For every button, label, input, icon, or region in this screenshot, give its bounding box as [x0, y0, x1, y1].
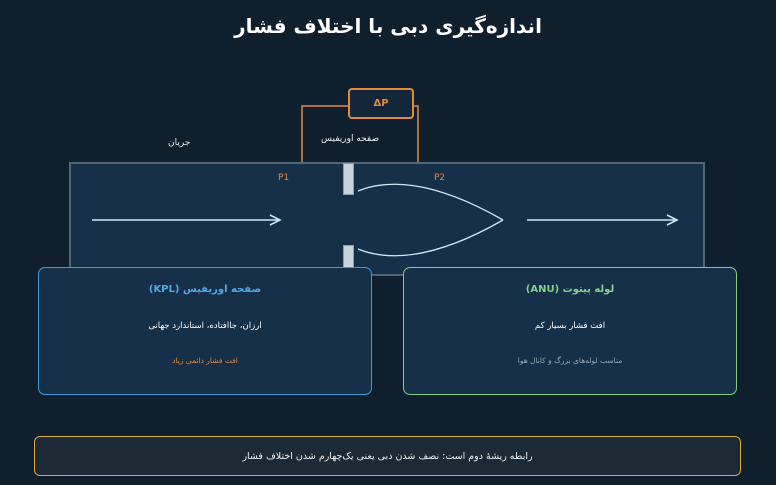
- p2-label: P2: [434, 173, 446, 183]
- flow-label: جریان: [168, 138, 191, 148]
- pipe-body: [69, 162, 705, 276]
- orifice-card-advantages: ارزان، جاافتاده، استاندارد جهانی: [148, 321, 262, 331]
- page-title: اندازه‌گیری دبی با اختلاف فشار: [234, 14, 542, 38]
- streamline-lower: [357, 219, 504, 257]
- streamline-upper: [357, 183, 504, 221]
- outlet-flow-arrow: [527, 214, 679, 226]
- pitot-card-advantages: افت فشار بسیار کم: [534, 321, 606, 331]
- pitot-tube-card: لوله پیتوت (ANU) افت فشار بسیار کم مناسب…: [403, 267, 737, 395]
- orifice-card-drawback: افت فشار دائمی زیاد: [172, 356, 238, 365]
- orifice-card-title: صفحه اوریفیس (KPL): [148, 284, 262, 295]
- square-root-note-text: رابطه ریشهٔ دوم است: نصف شدن دبی یعنی یک…: [242, 450, 533, 462]
- orifice-plate-card: صفحه اوریفیس (KPL) ارزان، جاافتاده، استا…: [38, 267, 372, 395]
- orifice-label: صفحه اوریفیس: [321, 134, 380, 144]
- dp-transmitter: ΔP: [348, 88, 414, 119]
- pitot-card-title: لوله پیتوت (ANU): [525, 284, 615, 295]
- low-pressure-tap-line: [414, 105, 419, 162]
- square-root-note: رابطه ریشهٔ دوم است: نصف شدن دبی یعنی یک…: [34, 436, 741, 476]
- p1-label: P1: [278, 173, 290, 183]
- pitot-card-usage: مناسب لوله‌های بزرگ و کانال هوا: [517, 356, 623, 365]
- high-pressure-tap-line: [301, 105, 348, 162]
- inlet-flow-arrow: [92, 214, 282, 226]
- orifice-plate-top: [343, 163, 354, 195]
